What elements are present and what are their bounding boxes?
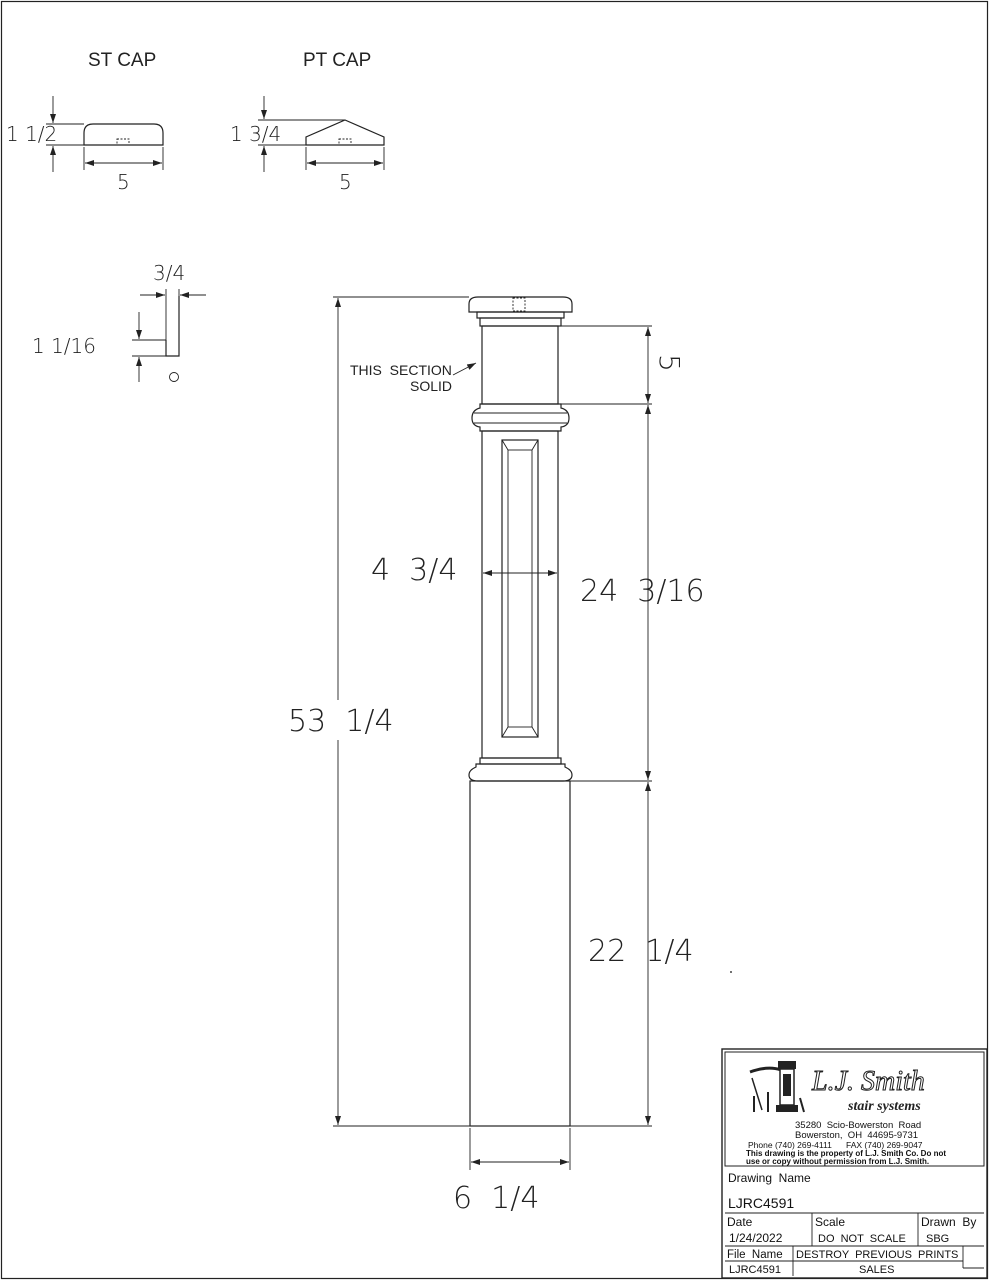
note-line-2: SOLID: [410, 378, 452, 394]
post-solid-section: [481, 325, 559, 405]
panel-height-label: 24 3/16: [580, 574, 705, 609]
date-value: 1/24/2022: [729, 1231, 783, 1245]
destroy-notice: DESTROY PREVIOUS PRINTS: [796, 1249, 958, 1261]
newel-post-elevation: [468, 296, 573, 1127]
notice-line-2: use or copy without permission from L.J.…: [746, 1157, 929, 1166]
pt-cap-height-label: 1 3/4: [230, 122, 281, 146]
brand-subtitle: stair systems: [847, 1099, 921, 1114]
drawn-by-label: Drawn By: [921, 1215, 976, 1229]
detail-width-label: 3/4: [153, 261, 185, 285]
sales-label: SALES: [859, 1264, 894, 1276]
post-raised-panel: [501, 439, 539, 738]
notice-line-1: This drawing is the property of L.J. Smi…: [746, 1149, 946, 1158]
panel-width-label: 4 3/4: [371, 553, 457, 588]
brand-name: L.J. Smith: [811, 1066, 925, 1097]
pt-cap-title: PT CAP: [303, 50, 371, 71]
post-top-cap: [468, 296, 573, 313]
post-upper-ring: [471, 403, 570, 432]
detail-height-label: 1 1/16: [32, 334, 96, 358]
date-label: Date: [727, 1215, 753, 1229]
solid-section-note: THIS SECTION SOLID: [350, 362, 477, 394]
lj-smith-logo: L.J. Smith stair systems: [749, 1061, 925, 1114]
post-lower-ring: [468, 763, 573, 782]
overall-height-label: 53 1/4: [288, 704, 394, 739]
detail-profile: [165, 296, 180, 357]
st-cap-height-label: 1 1/2: [6, 122, 57, 146]
drawing-name-label: Drawing Name: [728, 1171, 811, 1185]
post-width-dimension: 6 1/4: [453, 1128, 571, 1216]
st-cap-dowel-hole: [116, 138, 130, 146]
st-cap-view: ST CAP 1 1/2 5: [6, 50, 164, 194]
st-cap-width-label: 5: [117, 170, 130, 194]
title-block: L.J. Smith stair systems 35280 Scio-Bowe…: [721, 1048, 988, 1279]
detail-nail-hole: [169, 372, 179, 382]
scale-label: Scale: [815, 1215, 845, 1229]
post-width-label: 6 1/4: [453, 1181, 539, 1216]
scale-value: DO NOT SCALE: [818, 1233, 906, 1245]
phone-fax: Phone (740) 269-4111 FAX (740) 269-9047: [748, 1140, 923, 1150]
overall-height-dimension: 53 1/4: [286, 296, 470, 1127]
trim-detail-view: 3/4 1 1/16: [32, 261, 206, 382]
address-line-1: 35280 Scio-Bowerston Road: [795, 1120, 921, 1131]
file-name-label: File Name: [727, 1249, 783, 1261]
pt-cap-dowel-hole: [338, 138, 352, 146]
post-base-section: [469, 780, 571, 1127]
panel-width-dimension: 4 3/4: [371, 553, 557, 588]
st-cap-outline: [83, 123, 164, 146]
base-height-label: 22 1/4: [588, 934, 694, 969]
solid-section-height-label: 5: [653, 354, 686, 372]
drawing-name-value: LJRC4591: [728, 1195, 794, 1211]
stray-dot: [730, 971, 732, 973]
right-dimensions: 5 24 3/16 22 1/4: [561, 325, 705, 1127]
pt-cap-outline: [305, 119, 385, 146]
note-line-1: THIS SECTION: [350, 362, 452, 378]
file-name-value: LJRC4591: [729, 1264, 781, 1276]
pt-cap-width-label: 5: [339, 170, 352, 194]
pt-cap-view: PT CAP 1 3/4 5: [230, 50, 385, 194]
drawn-by-value: SBG: [926, 1233, 949, 1245]
address-line-2: Bowerston, OH 44695-9731: [795, 1130, 918, 1141]
st-cap-title: ST CAP: [88, 50, 156, 71]
post-panel-shaft: [481, 430, 559, 759]
